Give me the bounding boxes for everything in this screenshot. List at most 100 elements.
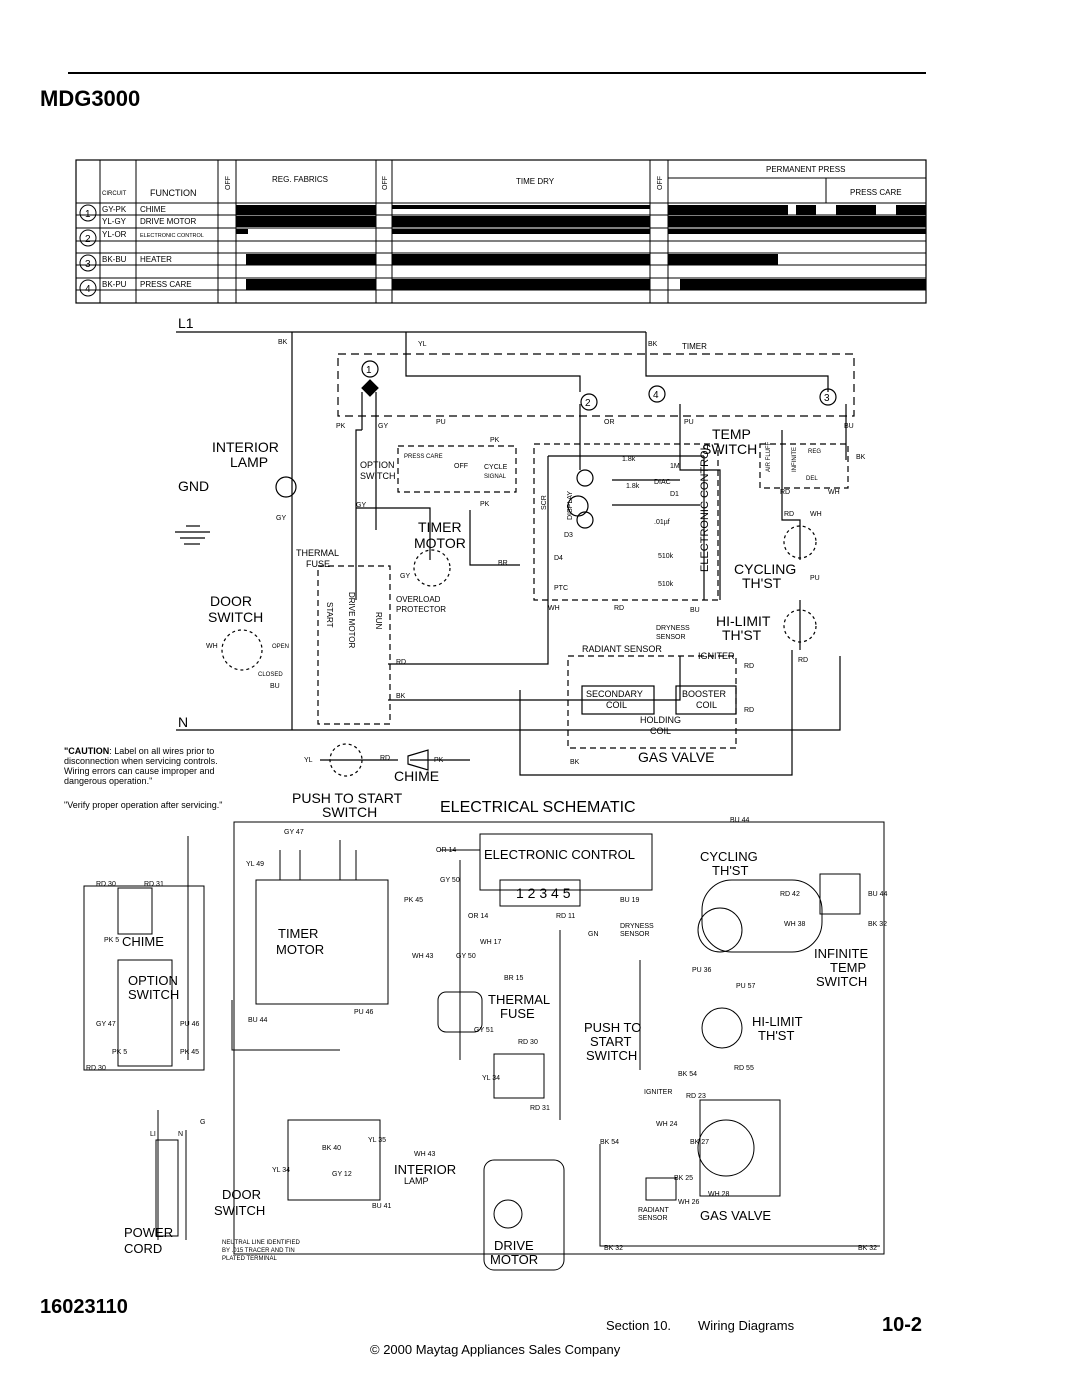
label-push-2: SWITCH	[322, 804, 377, 820]
caution-line-1: : Label on all wires prior to	[109, 746, 214, 756]
label-l1: L1	[178, 315, 194, 331]
label-radiant: RADIANT SENSOR	[582, 644, 662, 654]
wire-code-label: RD	[614, 605, 624, 612]
col-off-1: OFF	[225, 176, 232, 190]
wire-code-label: RD	[798, 657, 808, 664]
wire-code-label: RD 31	[530, 1105, 550, 1112]
label-holding-1: HOLDING	[640, 715, 681, 725]
label-timer-motor-2: MOTOR	[414, 535, 466, 551]
pic-neutral-1: NEUTRAL LINE IDENTIFIED	[222, 1240, 300, 1246]
wire-code-label: BK 27	[690, 1139, 709, 1146]
wire-code-label: BR	[498, 560, 508, 567]
section-number: Section 10.	[606, 1318, 672, 1333]
pic-fuse: FUSE	[500, 1006, 535, 1021]
section-title: Wiring Diagrams	[698, 1318, 795, 1333]
caution-line-3: Wiring errors can cause improper and	[64, 766, 215, 776]
wire-code-label: BU 44	[730, 817, 750, 824]
pic-keypad: 1 2 3 4 5	[516, 885, 571, 901]
wire-code-label: GY 47	[284, 829, 304, 836]
wire-code-label: PK	[336, 423, 346, 430]
label-dryness-1: DRYNESS	[656, 625, 690, 632]
wire-code-label: WH	[206, 643, 218, 650]
part-number: 16023110	[40, 1296, 128, 1318]
wire-code-label: WH 43	[414, 1151, 436, 1158]
label-n: N	[178, 714, 188, 730]
row-code-2: YL-GY	[102, 217, 127, 226]
label-num-1: 1	[366, 365, 372, 376]
label-r2: 1.8k	[626, 483, 640, 490]
row-func-4: HEATER	[140, 255, 172, 264]
label-door-1: DOOR	[210, 593, 252, 609]
pictorial-labels: ELECTRONIC CONTROL 1 2 3 4 5 CYCLING TH'…	[122, 847, 868, 1267]
label-d1: D1	[670, 491, 679, 498]
wire-code-label: WH	[548, 605, 560, 612]
col-permanent-press: PERMANENT PRESS	[766, 165, 845, 174]
label-booster-2: COIL	[696, 700, 717, 710]
wire-code-label: RD 30	[96, 881, 116, 888]
pic-chime: CHIME	[122, 934, 164, 949]
pic-option-1: OPTION	[128, 973, 178, 988]
caution-note: "CAUTION: Label on all wires prior to di…	[64, 746, 222, 810]
pic-li: LI	[150, 1131, 156, 1138]
pic-push-3: SWITCH	[586, 1048, 637, 1063]
pic-infinite-3: SWITCH	[816, 974, 867, 989]
row-func-3: ELECTRONIC CONTROL	[140, 233, 204, 239]
wire-code-label: BU 44	[248, 1017, 268, 1024]
wire-code-label: GY 50	[440, 877, 460, 884]
wire-code-label: PU	[684, 419, 694, 426]
pictorial-wiring	[83, 821, 885, 1271]
label-overload-1: OVERLOAD	[396, 595, 441, 604]
label-interior-1: INTERIOR	[212, 439, 279, 455]
row-code-5: BK-PU	[102, 280, 127, 289]
col-off-3: OFF	[657, 176, 664, 190]
wire-code-label: WH 24	[656, 1121, 678, 1128]
wire-code-label: YL 34	[272, 1167, 290, 1174]
wire-code-label: PK 45	[404, 897, 423, 904]
pic-igniter: IGNITER	[644, 1089, 672, 1096]
pic-g: G	[200, 1119, 205, 1126]
pic-hilimit-1: HI-LIMIT	[752, 1014, 803, 1029]
col-function: FUNCTION	[150, 188, 197, 198]
circuit-num-1: 1	[85, 209, 91, 220]
wire-code-label: OR	[604, 419, 615, 426]
copyright: © 2000 Maytag Appliances Sales Company	[370, 1342, 621, 1357]
pic-thermal: THERMAL	[488, 992, 550, 1007]
wire-code-label: WH 38	[784, 921, 806, 928]
label-dryness-2: SENSOR	[656, 634, 686, 641]
label-r4: 510k	[658, 553, 674, 560]
label-closed: CLOSED	[258, 672, 283, 678]
label-cycling-1: CYCLING	[734, 561, 796, 577]
wire-code-label: GY	[378, 423, 388, 430]
label-num-2: 2	[585, 398, 591, 409]
wire-code-label: OR 14	[468, 913, 488, 920]
pic-motor: MOTOR	[276, 942, 324, 957]
wire-code-label: BU 19	[620, 897, 640, 904]
pic-interior-2: LAMP	[404, 1176, 429, 1186]
label-d4: D4	[554, 555, 563, 562]
pic-n: N	[178, 1131, 183, 1138]
label-ptc: PTC	[554, 585, 568, 592]
label-press-care: PRESS CARE	[404, 454, 443, 460]
col-off-2: OFF	[382, 176, 389, 190]
wire-code-label: BK 54	[678, 1071, 697, 1078]
row-code-4: BK-BU	[102, 255, 127, 264]
wire-code-label: BK	[396, 693, 406, 700]
caution-line-4: dangerous operation."	[64, 776, 152, 786]
wire-code-label: BK	[278, 339, 288, 346]
pic-hilimit-2: TH'ST	[758, 1028, 794, 1043]
wire-code-label: BU 41	[372, 1203, 392, 1210]
pic-dryness-2: SENSOR	[620, 931, 650, 938]
circuit-num-4: 4	[85, 284, 91, 295]
wire-code-label: BK 32	[868, 921, 887, 928]
pic-push-1: PUSH TO	[584, 1020, 641, 1035]
label-temp-2: SWITCH	[702, 441, 757, 457]
label-display: DISPLAY	[567, 491, 574, 520]
schematic-title: ELECTRICAL SCHEMATIC	[440, 799, 636, 816]
wire-code-label: PK 5	[104, 937, 119, 944]
row-func-2: DRIVE MOTOR	[140, 217, 197, 226]
wire-code-label: GY 51	[474, 1027, 494, 1034]
wire-code-label: WH 26	[678, 1199, 700, 1206]
pic-option-2: SWITCH	[128, 987, 179, 1002]
wire-code-label: WH	[810, 511, 822, 518]
wire-code-label: RD 42	[780, 891, 800, 898]
